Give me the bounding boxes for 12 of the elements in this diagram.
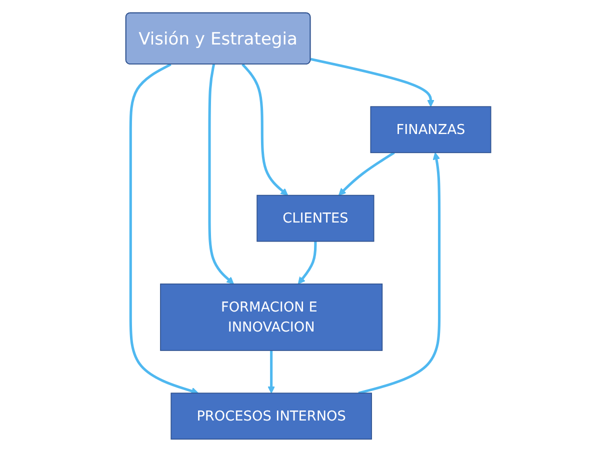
- arrow: [298, 241, 316, 284]
- arrow: [358, 152, 440, 394]
- node-box: PROCESOS INTERNOS: [170, 392, 372, 440]
- arrow: [267, 350, 275, 394]
- arrow: [241, 64, 288, 196]
- arrow: [310, 58, 434, 107]
- node-box: CLIENTES: [256, 194, 374, 242]
- node-box: FORMACION E INNOVACION: [160, 284, 382, 351]
- arrow: [129, 63, 198, 395]
- arrow: [338, 152, 395, 196]
- node-box: FINANZAS: [370, 106, 491, 154]
- arrow: [208, 64, 234, 284]
